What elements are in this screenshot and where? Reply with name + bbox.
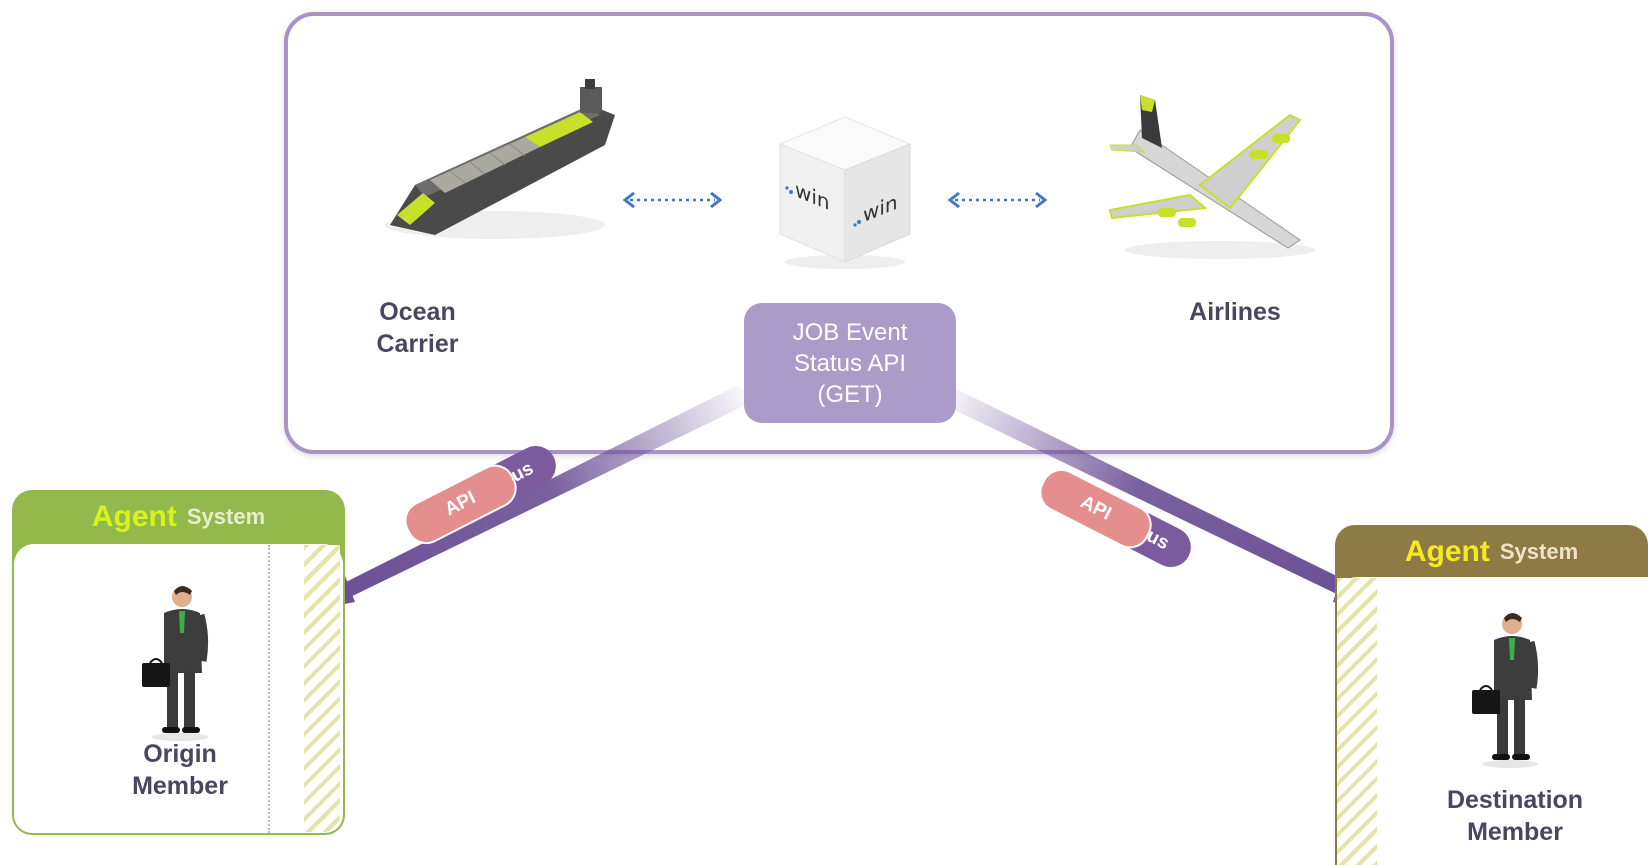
ocean-label-line1: Ocean	[379, 298, 456, 326]
divider	[268, 545, 270, 833]
airplane-icon	[1108, 95, 1315, 259]
destination-label-line2: Member	[1467, 818, 1563, 846]
double-arrow-icon	[947, 191, 1048, 209]
businessman-icon	[1472, 613, 1539, 768]
agent-system-origin-panel: Agent System	[12, 490, 345, 835]
container-ship-icon	[385, 79, 615, 239]
origin-label-line1: Origin	[143, 740, 217, 768]
agent-right-subtitle: System	[1499, 539, 1579, 564]
agent-right-header: Agent System	[1335, 525, 1648, 579]
origin-member-label: Origin Member	[115, 738, 245, 802]
api-cube-icon: win win	[778, 116, 912, 269]
arrow-right-shaft	[938, 385, 1355, 598]
hatch-strip	[304, 545, 340, 832]
destination-label-line1: Destination	[1446, 786, 1584, 814]
agent-right-body	[1337, 577, 1648, 865]
businessman-icon	[142, 586, 209, 741]
api-box-line1: JOB Event	[792, 318, 908, 346]
double-arrow-icon	[622, 191, 723, 209]
airlines-label: Airlines	[1189, 298, 1281, 326]
job-event-status-api-box[interactable]: JOB Event Status API (GET)	[744, 303, 956, 423]
ocean-carrier-label: Ocean Carrier	[350, 296, 485, 360]
agent-left-subtitle: System	[186, 504, 266, 529]
destination-member-label: Destination Member	[1415, 784, 1615, 848]
api-box-line2: Status API	[793, 349, 907, 377]
agent-left-title: Agent	[91, 500, 177, 533]
arrow-left-shaft	[330, 385, 752, 602]
agent-right-title: Agent	[1404, 535, 1490, 568]
ocean-label-line2: Carrier	[376, 330, 459, 358]
api-box-line3: (GET)	[817, 380, 883, 408]
hatch-strip	[1337, 578, 1377, 865]
agent-left-header: Agent System	[12, 490, 345, 544]
origin-label-line2: Member	[132, 772, 228, 800]
